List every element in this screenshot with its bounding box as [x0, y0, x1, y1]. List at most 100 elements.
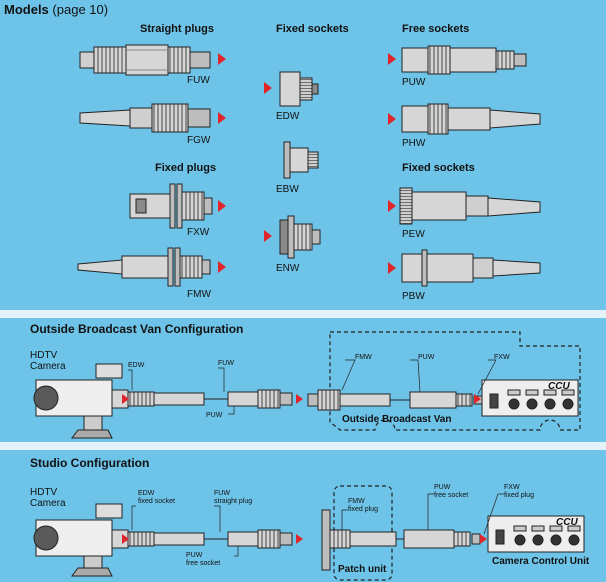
arrow-ob-2: [296, 394, 303, 404]
fmw-plug-drawing: [77, 247, 211, 287]
studio-patch-plug: [321, 509, 481, 571]
studio-camera-drawing: [33, 503, 129, 577]
models-panel: Models (page 10) Straight plugs Fixed so…: [4, 2, 541, 302]
ob-edw-label: EDW: [128, 362, 145, 369]
studio-fmw-desc: fixed plug: [348, 506, 378, 513]
camera-drawing: [33, 363, 129, 439]
studio-fxw-desc: fixed plug: [504, 492, 534, 499]
arrow-phw: [388, 113, 396, 125]
studio-left-cable: [127, 529, 293, 549]
studio-fuw-code: FUW: [214, 490, 230, 497]
header-fixed-plugs: Fixed plugs: [155, 162, 217, 174]
studio-camera-label-2: Camera: [30, 498, 66, 509]
ob-van-title: Outside Broadcast Van Configuration: [30, 322, 244, 336]
ob-fxw-label: FXW: [494, 354, 510, 361]
right-cable-drawing: [307, 389, 483, 411]
ob-puw-low-label: PUW: [206, 412, 223, 419]
arrow-fgw: [218, 112, 226, 124]
studio-edw-desc: fixed socket: [138, 498, 175, 505]
studio-ccu-long-label: Camera Control Unit: [492, 556, 590, 567]
pew-socket-drawing: [399, 187, 541, 225]
label-pew: PEW: [402, 229, 425, 240]
label-puw: PUW: [402, 77, 426, 88]
studio-ccu-box: [487, 515, 585, 553]
models-title: Models (page 10): [4, 2, 108, 17]
studio-puw-desc: free socket: [434, 492, 469, 499]
van-outline: [329, 331, 581, 431]
label-pbw: PBW: [402, 291, 425, 302]
separator-2: [0, 442, 606, 450]
studio-diagram: [33, 485, 585, 581]
studio-ccu-label: CCU: [556, 517, 578, 528]
fuw-plug-drawing: [79, 44, 211, 76]
label-fxw: FXW: [187, 227, 210, 238]
arrow-enw: [264, 230, 272, 242]
enw-socket-drawing: [279, 215, 321, 259]
pbw-socket-drawing: [401, 249, 541, 287]
phw-socket-drawing: [401, 103, 541, 135]
ob-van-diagram: [33, 331, 581, 439]
studio-title: Studio Configuration: [30, 456, 150, 470]
left-cable-drawing: [127, 389, 293, 409]
models-title-bold: Models: [4, 2, 49, 17]
studio-fmw-code: FMW: [348, 498, 365, 505]
models-illustrations: [77, 44, 541, 287]
patch-unit-outline: [333, 485, 393, 581]
arrow-studio-2: [296, 534, 303, 544]
studio-edw-code: EDW: [138, 490, 155, 497]
studio-puw-low-code: PUW: [186, 552, 203, 559]
studio-leader-lines: [131, 493, 504, 557]
edw-socket-drawing: [279, 71, 319, 107]
label-ebw: EBW: [276, 184, 299, 195]
arrow-fmw: [218, 261, 226, 273]
label-enw: ENW: [276, 263, 300, 274]
studio-fuw-desc: straight plug: [214, 498, 253, 505]
arrow-ob-3: [474, 394, 481, 404]
arrow-pbw: [388, 262, 396, 274]
studio-fxw-code: FXW: [504, 484, 520, 491]
arrow-fxw: [218, 200, 226, 212]
arrow-pew: [388, 200, 396, 212]
ccu-box: [481, 379, 579, 417]
header-fixed-sockets: Fixed sockets: [276, 23, 349, 35]
ebw-socket-drawing: [283, 141, 319, 179]
header-straight-plugs: Straight plugs: [140, 23, 214, 35]
label-fgw: FGW: [187, 135, 211, 146]
ob-van-panel: Outside Broadcast Van Configuration HDTV…: [0, 318, 606, 442]
studio-patch-label: Patch unit: [338, 564, 387, 575]
ob-camera-label-2: Camera: [30, 361, 66, 372]
models-title-rest: (page 10): [52, 2, 109, 17]
label-phw: PHW: [402, 138, 426, 149]
ob-fuw-label: FUW: [218, 360, 234, 367]
separator-1: [0, 310, 606, 318]
label-fuw: FUW: [187, 75, 210, 86]
header-fixed-sockets-right: Fixed sockets: [402, 162, 475, 174]
studio-puw-code: PUW: [434, 484, 451, 491]
ob-leader-lines: [128, 359, 497, 415]
studio-puw-low-desc: free socket: [186, 560, 221, 567]
label-edw: EDW: [276, 111, 300, 122]
studio-camera-label-1: HDTV: [30, 487, 58, 498]
arrow-studio-3: [480, 534, 487, 544]
ob-camera-label-1: HDTV: [30, 350, 58, 361]
fxw-plug-drawing: [129, 183, 213, 229]
puw-socket-drawing: [401, 45, 527, 75]
arrow-edw: [264, 82, 272, 94]
ob-van-label: Outside Broadcast Van: [342, 414, 452, 425]
ob-ccu-label: CCU: [548, 381, 570, 392]
ob-fmw-label: FMW: [355, 354, 372, 361]
arrow-studio-1: [122, 534, 129, 544]
header-free-sockets: Free sockets: [402, 23, 470, 35]
ob-puw-high-label: PUW: [418, 354, 435, 361]
arrow-puw: [388, 53, 396, 65]
label-fmw: FMW: [187, 289, 211, 300]
fgw-plug-drawing: [79, 103, 211, 133]
